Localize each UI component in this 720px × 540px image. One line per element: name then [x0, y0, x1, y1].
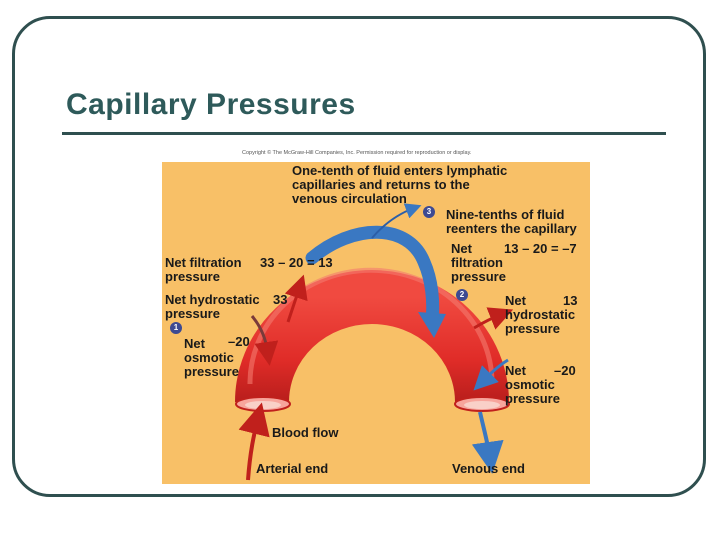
right-note-line-2: reenters the capillary	[446, 221, 577, 236]
slide-title: Capillary Pressures	[66, 88, 356, 121]
venous-hydrostatic-label-1: hydrostatic	[505, 307, 576, 322]
venous-osmotic-label-1: osmotic	[505, 377, 555, 392]
venous-filtration-label-3: pressure	[451, 269, 506, 284]
top-note-line-2: capillaries and returns to the	[292, 177, 470, 192]
capillary-diagram: One-tenth of fluid enters lymphatic capi…	[162, 162, 590, 484]
copyright-notice: Copyright © The McGraw-Hill Companies, I…	[242, 150, 472, 156]
arterial-end-label: Arterial end	[256, 461, 329, 476]
venous-osmotic-label-2: pressure	[505, 391, 560, 406]
slide-frame	[12, 16, 706, 497]
arterial-lumen	[245, 401, 281, 409]
venous-filtration-label-1: Net	[451, 241, 472, 256]
arterial-osmotic-label-3: pressure	[184, 364, 239, 379]
arterial-osmotic-label-2: osmotic	[184, 350, 234, 365]
venous-osmotic-arrow	[473, 358, 509, 391]
arterial-filtration-label-2: pressure	[165, 269, 220, 284]
venous-osmotic-head: Net	[505, 363, 526, 378]
venous-lumen	[464, 401, 500, 409]
step-badge-1: 1	[170, 322, 182, 334]
arterial-hydrostatic-value: 33	[273, 292, 288, 307]
reentry-arrow-head	[418, 312, 446, 338]
title-underline	[62, 132, 666, 135]
venous-hydrostatic-arrow	[473, 307, 514, 330]
arterial-osmotic-value: –20	[228, 334, 250, 349]
venous-filtration-label-2: filtration	[451, 255, 503, 270]
arterial-filtration-label-1: Net filtration	[165, 255, 242, 270]
venous-outflow-arrow	[471, 411, 504, 474]
venous-hydrostatic-value: 13	[563, 293, 578, 308]
arterial-hydrostatic-label-1: Net hydrostatic	[165, 292, 260, 307]
arterial-osmotic-label-1: Net	[184, 336, 205, 351]
arterial-filtration-value: 33 – 20 = 13	[260, 255, 333, 270]
top-note-line-1: One-tenth of fluid enters lymphatic	[292, 163, 508, 178]
arterial-inflow-arrow	[238, 402, 270, 481]
venous-hydrostatic-label-2: pressure	[505, 321, 560, 336]
venous-filtration-value: 13 – 20 = –7	[504, 241, 577, 256]
reentry-arrow	[305, 225, 440, 329]
arterial-hydrostatic-label-2: pressure	[165, 306, 220, 321]
filtration-out-arrow	[284, 274, 308, 323]
capillary-illustration	[235, 203, 514, 481]
blood-flow-label: Blood flow	[272, 425, 339, 440]
lymphatic-arrow	[371, 203, 422, 239]
step-badge-2: 2	[456, 289, 468, 301]
top-note-line-3: venous circulation	[292, 191, 407, 206]
step-badge-3: 3	[423, 206, 435, 218]
right-note-line-1: Nine-tenths of fluid	[446, 207, 565, 222]
venous-osmotic-value: –20	[554, 363, 576, 378]
osmotic-in-arrow	[250, 315, 279, 366]
venous-end-label: Venous end	[452, 461, 525, 476]
capillary-vessel	[235, 270, 509, 403]
venous-hydrostatic-head: Net	[505, 293, 526, 308]
